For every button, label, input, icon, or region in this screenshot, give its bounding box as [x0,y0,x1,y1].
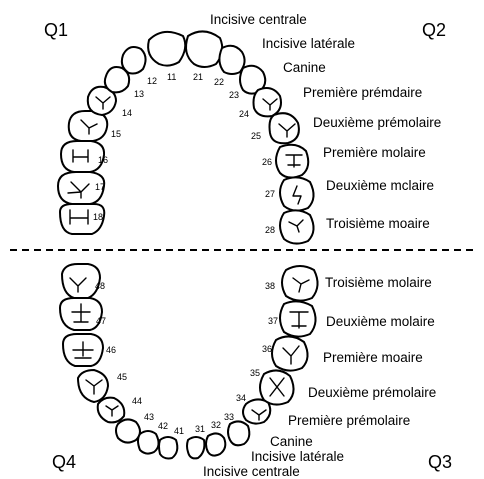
quadrant-label-q3: Q3 [428,452,452,472]
tooth-number-25: 25 [251,131,261,141]
tooth-number-28: 28 [265,225,275,235]
tooth-number-22: 22 [214,77,224,87]
label-lower-first-premolar: Première prémolaire [288,413,410,428]
tooth-number-47: 47 [96,316,106,326]
tooth-26 [276,145,308,178]
label-upper-first-premolar: Première prémdaire [303,85,422,100]
tooth-number-11: 11 [167,72,176,82]
tooth-number-15: 15 [111,129,121,139]
tooth-number-45: 45 [117,372,127,382]
tooth-41 [159,437,177,459]
label-upper-central-incisor: Incisive centrale [210,12,307,27]
tooth-number-38: 38 [265,281,275,291]
tooth-number-44: 44 [132,396,142,406]
tooth-number-14: 14 [122,108,132,118]
tooth-number-12: 12 [147,76,157,86]
tooth-number-17: 17 [95,182,105,192]
tooth-number-32: 32 [211,420,221,430]
tooth-number-42: 42 [158,421,168,431]
upper-labels: Incisive centrale Incisive latérale Cani… [210,12,441,231]
label-lower-canine: Canine [270,434,313,449]
tooth-11 [148,32,185,66]
tooth-number-35: 35 [250,368,260,378]
tooth-number-18: 18 [93,212,103,222]
tooth-37 [280,301,316,336]
tooth-43 [116,419,140,442]
tooth-number-27: 27 [265,189,275,199]
tooth-number-34: 34 [236,393,246,403]
tooth-number-13: 13 [134,89,144,99]
tooth-33 [228,421,249,445]
tooth-number-36: 36 [262,344,272,354]
label-lower-central-incisor: Incisive centrale [203,464,300,479]
tooth-number-46: 46 [106,345,116,355]
quadrant-label-q1: Q1 [44,20,68,40]
tooth-number-24: 24 [239,109,249,119]
tooth-21 [186,31,222,67]
label-upper-first-molar: Première molaire [323,145,426,160]
tooth-number-41: 41 [174,426,184,436]
label-upper-third-molar: Troisième moaire [326,216,430,231]
tooth-34 [243,399,270,423]
quadrant-label-q2: Q2 [422,20,446,40]
lower-labels: Troisième molaire Deuxième molaire Premi… [203,275,436,479]
label-lower-second-premolar: Deuxième prémolaire [308,385,436,400]
tooth-number-43: 43 [144,412,154,422]
tooth-number-21: 21 [193,72,203,82]
quadrant-label-q4: Q4 [52,452,76,472]
label-upper-lateral-incisor: Incisive latérale [262,36,355,51]
label-lower-second-molar: Deuxième molaire [326,314,435,329]
label-lower-third-molar: Troisième molaire [325,275,432,290]
tooth-number-37: 37 [268,316,278,326]
tooth-number-31: 31 [195,424,205,434]
label-upper-second-premolar: Deuxième prémolaire [313,115,441,130]
tooth-36 [272,336,308,370]
tooth-number-23: 23 [229,90,239,100]
tooth-number-33: 33 [224,412,234,422]
tooth-number-16: 16 [98,155,108,165]
tooth-31 [187,437,204,458]
label-upper-second-molar: Deuxième mclaire [326,178,434,193]
label-upper-canine: Canine [283,60,326,75]
tooth-12 [122,47,146,74]
lower-arch [60,264,318,459]
label-lower-first-molar: Première moaire [323,350,423,365]
tooth-number-26: 26 [262,157,272,167]
label-lower-lateral-incisor: Incisive latérale [251,449,344,464]
tooth-42 [138,431,159,454]
tooth-22 [219,46,244,74]
tooth-32 [206,433,225,455]
tooth-27 [280,177,314,210]
tooth-number-48: 48 [95,281,105,291]
